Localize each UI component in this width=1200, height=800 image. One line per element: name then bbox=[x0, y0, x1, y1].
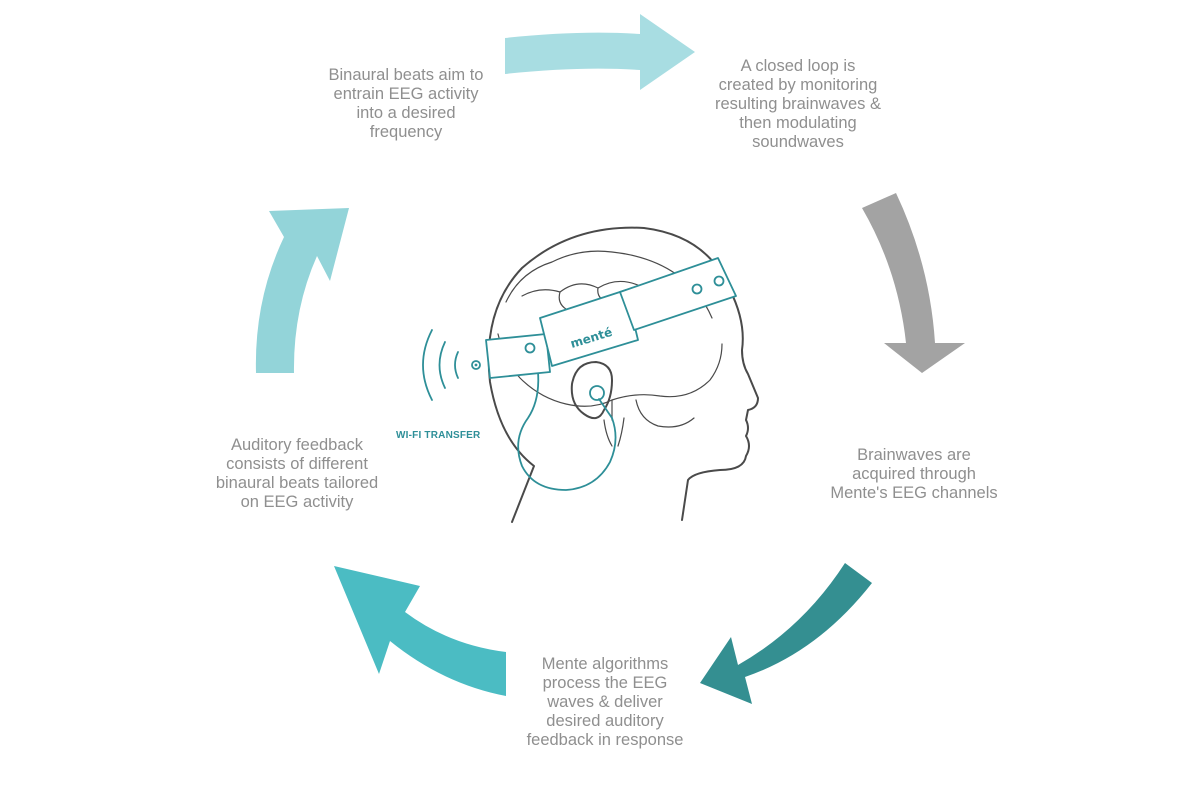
wifi-signal-icon bbox=[422, 329, 481, 401]
arrow-top bbox=[505, 14, 695, 90]
headband-module bbox=[539, 289, 639, 367]
headband-front bbox=[485, 333, 551, 379]
brain-line bbox=[603, 417, 625, 447]
head-outline bbox=[487, 226, 759, 523]
earbud bbox=[589, 385, 605, 401]
step-label-entrain: Binaural beats aim to entrain EEG activi… bbox=[328, 66, 484, 141]
sensor-dot bbox=[524, 342, 536, 354]
earbud-cable bbox=[517, 371, 617, 491]
arrow-bottom-right bbox=[700, 563, 872, 704]
earbud-stem bbox=[598, 398, 613, 419]
brain-line bbox=[611, 399, 695, 428]
step-label-closed-loop: A closed loop is created by monitoring r… bbox=[715, 57, 881, 151]
step-label-acquire: Brainwaves are acquired through Mente's … bbox=[830, 446, 998, 502]
wifi-transfer-label: WI-FI TRANSFER bbox=[396, 430, 481, 441]
arrow-bottom-left bbox=[334, 566, 506, 696]
sensor-dot bbox=[691, 283, 703, 295]
headband-rear bbox=[619, 257, 737, 331]
step-label-feedback: Auditory feedback consists of different … bbox=[215, 436, 379, 511]
ear bbox=[570, 361, 613, 420]
step-label-process: Mente algorithms process the EEG waves &… bbox=[526, 655, 684, 749]
arrow-right bbox=[862, 193, 965, 373]
head-illustration: menté bbox=[485, 226, 759, 523]
arrow-left bbox=[255, 208, 349, 373]
sensor-dot bbox=[713, 275, 725, 287]
